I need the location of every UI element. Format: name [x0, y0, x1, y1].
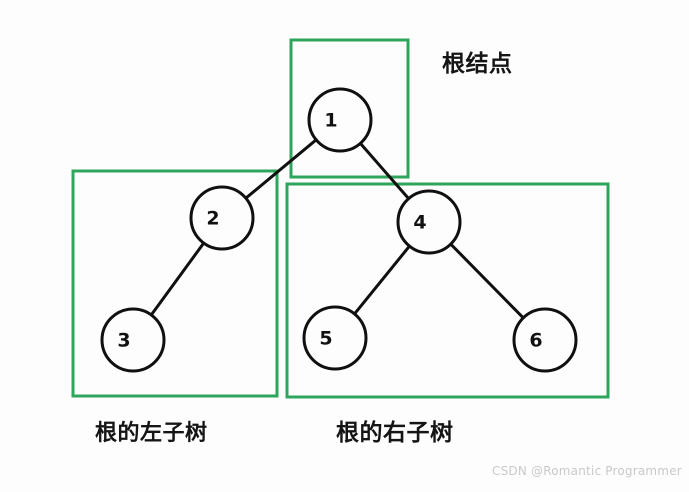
node-4-circle [396, 189, 462, 255]
edge-1-4 [358, 141, 411, 201]
box-left-subtree [71, 169, 279, 398]
root-node-label: 根结点 [442, 51, 513, 77]
box-right-subtree [285, 182, 610, 399]
tree-nodes-group: 1 2 3 4 5 6 [100, 87, 578, 373]
node-5: 5 [302, 305, 368, 371]
tree-edges-group [149, 137, 526, 321]
node-6: 6 [512, 307, 578, 373]
node-1-text: 1 [324, 110, 337, 132]
edge-2-3 [149, 240, 206, 318]
node-4-text: 4 [413, 212, 426, 234]
node-3-text: 3 [117, 330, 130, 352]
node-2-circle [189, 185, 255, 251]
box-root [289, 38, 410, 179]
node-2-text: 2 [206, 208, 219, 230]
node-5-circle [302, 305, 368, 371]
edge-4-6 [448, 241, 526, 321]
node-6-circle [512, 307, 578, 373]
node-3-circle [100, 307, 166, 373]
node-6-text: 6 [529, 330, 542, 352]
edge-1-2 [243, 137, 319, 201]
node-4: 4 [396, 189, 462, 255]
node-2: 2 [189, 185, 255, 251]
node-1: 1 [307, 87, 373, 153]
node-1-circle [307, 87, 373, 153]
left-subtree-label: 根的左子树 [95, 421, 208, 446]
node-3: 3 [100, 307, 166, 373]
csdn-watermark: CSDN @Romantic Programmer [492, 464, 682, 478]
annotation-boxes-group [71, 38, 610, 399]
right-subtree-label: 根的右子树 [336, 420, 454, 446]
edge-4-5 [352, 243, 412, 317]
node-5-text: 5 [319, 328, 332, 350]
